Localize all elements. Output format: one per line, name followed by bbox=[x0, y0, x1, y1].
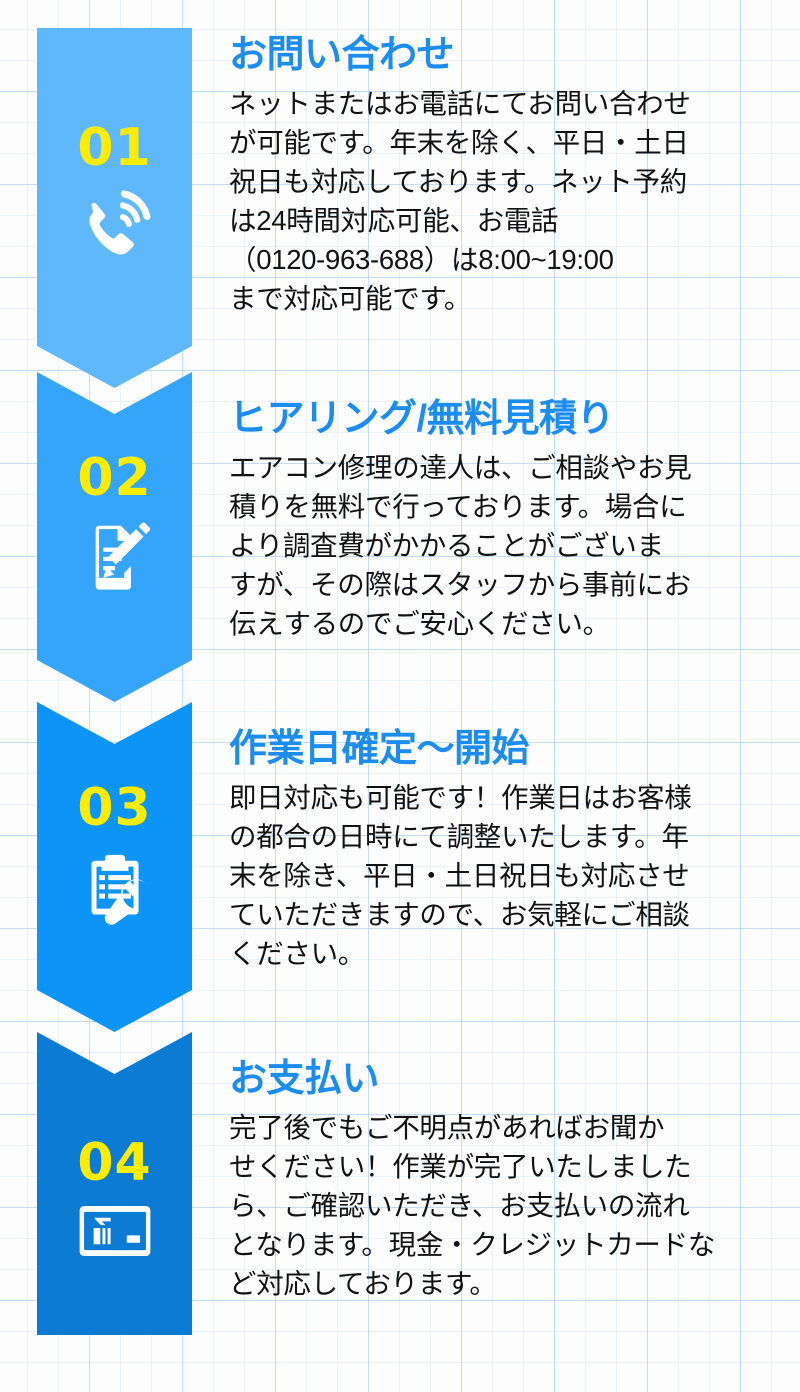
body-line: （0120-963-688）は8:00~19:00 bbox=[229, 244, 614, 276]
step-content-02: ヒアリング/無料見積り エアコン修理の達人は、ご相談やお見 積りを無料で行ってお… bbox=[229, 398, 777, 643]
body-line: エアコン修理の達人は、ご相談やお見 bbox=[229, 451, 692, 483]
step-ribbon-04: 04 bbox=[37, 1032, 192, 1335]
step-content-03: 作業日確定〜開始 即日対応も可能です！作業日はお客様 の都合の日時にて調整いたし… bbox=[229, 728, 777, 973]
step-title-03: 作業日確定〜開始 bbox=[229, 728, 530, 770]
step-content-04: お支払い 完了後でもご不明点があればお聞か せください！作業が完了いたしました … bbox=[229, 1058, 777, 1303]
step-title-01: お問い合わせ bbox=[229, 34, 455, 76]
body-line: ネットまたはお電話にてお問い合わせ bbox=[229, 87, 691, 119]
body-line: 伝えするのでご安心ください。 bbox=[229, 608, 610, 640]
document-pencil-icon bbox=[73, 514, 157, 598]
body-line: となります。現金・クレジットカードな bbox=[229, 1229, 716, 1261]
payment-card-icon bbox=[78, 1203, 152, 1259]
ribbon-shape-04 bbox=[37, 1032, 192, 1335]
clipboard-wrench-icon bbox=[73, 844, 157, 928]
body-line: せください！作業が完了いたしました bbox=[229, 1150, 692, 1182]
step-ribbon-01: 01 bbox=[37, 28, 192, 388]
body-line: 即日対応も可能です！作業日はお客様 bbox=[229, 781, 692, 813]
ribbon-shape-02 bbox=[37, 372, 192, 702]
body-line: 完了後でもご不明点があればお聞か bbox=[229, 1111, 665, 1143]
step-content-01: お問い合わせ ネットまたはお電話にてお問い合わせ が可能です。年末を除く、平日・… bbox=[229, 34, 777, 318]
step-number-03: 03 bbox=[77, 778, 152, 838]
step-title-04: お支払い bbox=[229, 1058, 380, 1100]
step-body-04: 完了後でもご不明点があればお聞か せください！作業が完了いたしました ら、ご確認… bbox=[229, 1108, 777, 1303]
body-line: は24時間対応可能、お電話 bbox=[229, 205, 559, 237]
step-body-03: 即日対応も可能です！作業日はお客様 の都合の日時にて調整いたします。年 末を除き… bbox=[229, 778, 777, 973]
phone-call-icon bbox=[73, 184, 157, 268]
body-line: 末を除き、平日・土日祝日も対応させ bbox=[229, 859, 690, 891]
body-line: ていただきますので、お気軽にご相談 bbox=[229, 899, 690, 931]
body-line: が可能です。年末を除く、平日・土日 bbox=[229, 126, 689, 158]
body-line: より調査費がかかることがございま bbox=[229, 529, 664, 561]
step-ribbon-03: 03 bbox=[37, 702, 192, 1032]
step-body-01: ネットまたはお電話にてお問い合わせ が可能です。年末を除く、平日・土日 祝日も対… bbox=[229, 84, 777, 318]
body-line: の都合の日時にて調整いたします。年 bbox=[229, 820, 689, 852]
step-body-02: エアコン修理の達人は、ご相談やお見 積りを無料で行っております。場合に より調査… bbox=[229, 448, 777, 643]
body-line: すが、その際はスタッフから事前にお bbox=[229, 569, 691, 601]
step-number-02: 02 bbox=[77, 448, 152, 508]
step-number-04: 04 bbox=[77, 1133, 152, 1193]
ribbon-shape-01 bbox=[37, 28, 192, 388]
body-line: 祝日も対応しております。ネット予約 bbox=[229, 165, 687, 197]
body-line: まで対応可能です。 bbox=[229, 283, 472, 315]
body-line: 積りを無料で行っております。場合に bbox=[229, 490, 687, 522]
body-line: ど対応しております。 bbox=[229, 1268, 497, 1300]
body-line: ください。 bbox=[229, 938, 365, 970]
body-line: ら、ご確認いただき、お支払いの流れ bbox=[229, 1189, 690, 1221]
step-ribbon-02: 02 bbox=[37, 372, 192, 702]
step-number-01: 01 bbox=[77, 118, 152, 178]
step-title-02: ヒアリング/無料見積り bbox=[229, 398, 615, 440]
